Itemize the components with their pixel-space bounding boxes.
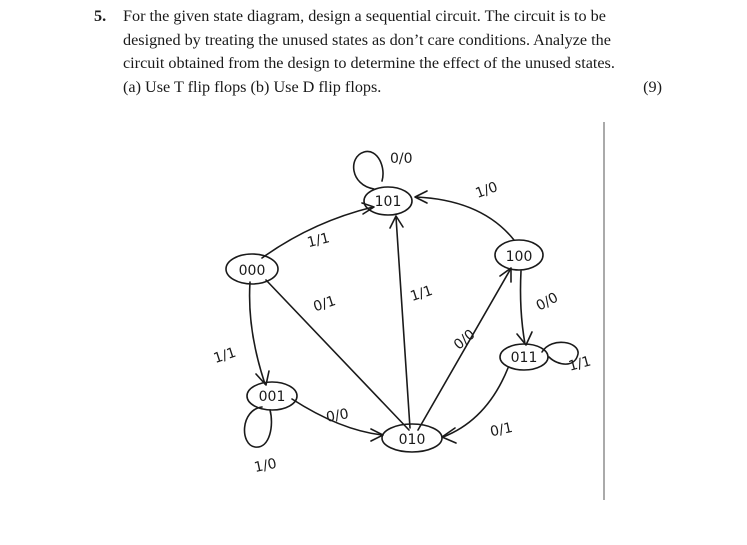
svg-text:001: 001 bbox=[259, 389, 286, 405]
svg-text:000: 000 bbox=[239, 263, 266, 279]
label-000-to-010: 0/1 bbox=[311, 293, 337, 315]
question-number: 5. bbox=[94, 7, 107, 25]
edge-100-to-101 bbox=[415, 196, 515, 241]
edge-000-to-101 bbox=[261, 206, 374, 259]
svg-text:101: 101 bbox=[375, 194, 402, 210]
svg-text:010: 010 bbox=[399, 432, 426, 448]
label-011-to-010: 0/1 bbox=[489, 420, 514, 440]
arrowhead-100-to-101 bbox=[414, 190, 428, 204]
arrowhead-010-to-101 bbox=[389, 215, 404, 229]
question-marks: (9) bbox=[643, 77, 662, 96]
self-loop-101 bbox=[352, 150, 384, 190]
label-100-to-101: 1/0 bbox=[473, 179, 500, 202]
label-100-to-011: 0/0 bbox=[534, 290, 561, 315]
label-010-to-101: 1/1 bbox=[408, 283, 434, 305]
edge-000-to-001 bbox=[248, 281, 266, 385]
state-node-101: 101 bbox=[363, 186, 413, 216]
question-line-3: circuit obtained from the design to dete… bbox=[123, 54, 615, 72]
label-000-to-001: 1/1 bbox=[212, 345, 238, 367]
self-loop-001 bbox=[243, 406, 273, 448]
label-000-to-101: 1/1 bbox=[306, 230, 332, 251]
state-node-011: 011 bbox=[499, 343, 549, 371]
self-loop-011 bbox=[541, 341, 579, 365]
state-node-000: 000 bbox=[225, 253, 279, 285]
edge-100-to-011 bbox=[519, 270, 526, 345]
edge-011-to-010 bbox=[442, 367, 509, 438]
arrowhead-011-to-010 bbox=[441, 427, 457, 444]
label-self-001: 1/0 bbox=[253, 456, 278, 476]
edge-010-to-101 bbox=[395, 216, 411, 429]
question-line-1: 5. For the given state diagram, design a… bbox=[94, 5, 698, 29]
label-self-011: 1/1 bbox=[567, 353, 593, 374]
arrowhead-100-to-011 bbox=[516, 331, 533, 346]
label-001-to-010: 0/0 bbox=[325, 406, 350, 426]
arrowhead-000-to-001 bbox=[255, 370, 270, 386]
arrowhead-000-to-101 bbox=[361, 202, 375, 215]
edge-001-to-010 bbox=[291, 398, 383, 436]
question-line-4: (a) Use T flip flops (b) Use D flip flop… bbox=[98, 76, 698, 100]
svg-text:100: 100 bbox=[506, 249, 533, 265]
state-node-010: 010 bbox=[381, 423, 443, 453]
label-self-101: 0/0 bbox=[390, 151, 413, 167]
svg-text:011: 011 bbox=[511, 350, 538, 366]
arrowhead-010-to-100 bbox=[499, 267, 512, 283]
edge-000-to-010 bbox=[265, 279, 410, 431]
question-line-2: designed by treating the unused states a… bbox=[123, 30, 611, 49]
question-text: 5. For the given state diagram, design a… bbox=[94, 5, 698, 100]
state-node-001: 001 bbox=[246, 381, 298, 411]
state-node-100: 100 bbox=[494, 239, 544, 271]
edge-010-to-100 bbox=[417, 269, 511, 431]
